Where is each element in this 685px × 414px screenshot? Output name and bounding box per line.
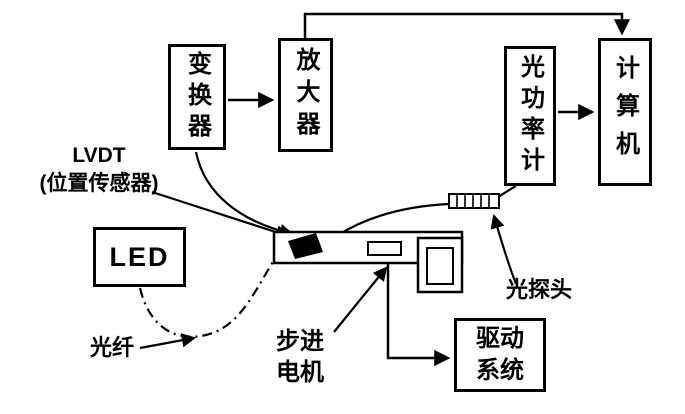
wire-motor-to-drive-system <box>386 264 451 367</box>
lvdt-annotation-line2: (位置传感器) <box>39 172 159 196</box>
stepper-pointer-arrow <box>333 266 388 333</box>
stage-slider-block <box>367 241 402 256</box>
box-transducer-label: 变换器 <box>183 50 211 144</box>
wire-amplifier-to-computer <box>303 12 631 38</box>
optical-probe-symbol <box>448 193 500 209</box>
translation-stage <box>272 230 464 294</box>
box-led-label: LED <box>109 241 170 272</box>
box-amplifier: 放大器 <box>278 38 333 152</box>
box-drive-system: 驱动 系统 <box>454 318 546 392</box>
box-optical-power-meter: 光功率计 <box>504 46 556 186</box>
fiber-pointer-arrow <box>139 333 197 350</box>
wire-transducer-to-stage <box>194 151 295 239</box>
wire-stage-to-probe <box>337 202 449 236</box>
optical-fiber-annotation: 光纤 <box>90 335 135 360</box>
box-transducer: 变换器 <box>168 44 226 150</box>
box-drive-system-label: 驱动 系统 <box>476 323 524 388</box>
optical-probe-annotation: 光探头 <box>506 277 573 302</box>
probe-body <box>448 193 500 209</box>
lvdt-annotation-line1: LVDT <box>72 144 126 167</box>
box-led: LED <box>93 227 186 287</box>
box-optical-power-meter-label: 光功率计 <box>516 54 544 178</box>
lvdt-sensor-blob <box>288 233 323 259</box>
drive-system-line2: 系统 <box>476 357 524 384</box>
box-computer: 计算机 <box>598 38 652 186</box>
probe-teeth <box>456 194 490 208</box>
stepper-motor-line1: 步进 <box>276 328 324 355</box>
wire-probe-to-power-meter <box>496 185 517 199</box>
box-amplifier-label: 放大器 <box>292 47 319 143</box>
stepper-motor-line2: 电机 <box>276 359 324 387</box>
lvdt-annotation: LVDT (位置传感器) <box>6 142 192 199</box>
stage-body <box>272 230 464 265</box>
drive-system-line1: 驱动 <box>476 324 524 352</box>
stepper-motor-inner <box>426 247 454 285</box>
stepper-motor-annotation: 步进 电机 <box>276 326 324 388</box>
stepper-motor-body <box>416 236 464 294</box>
box-computer-label: 计算机 <box>611 55 639 169</box>
